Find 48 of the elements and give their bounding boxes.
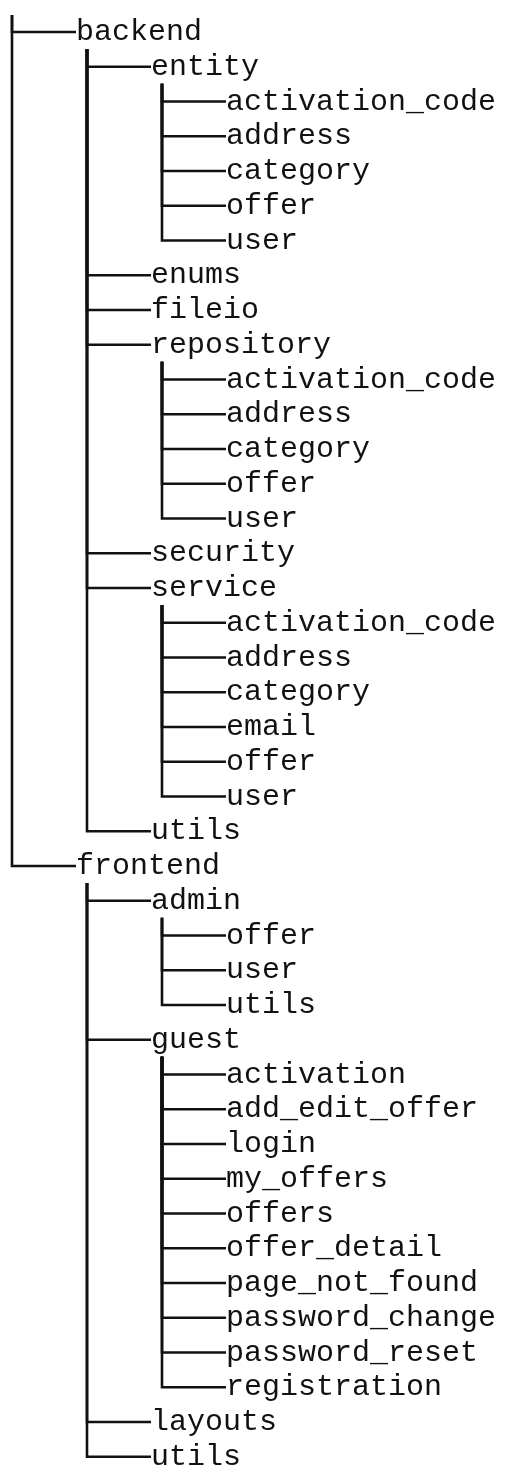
folder-name: frontend — [76, 849, 221, 883]
folder-name: guest — [151, 1022, 241, 1057]
folder-name: user — [226, 501, 298, 536]
folder-name: user — [226, 223, 298, 258]
folder-name: add_edit_offer — [226, 1092, 479, 1127]
tree-connector — [160, 361, 226, 520]
folder-name: activation — [226, 1057, 407, 1092]
folder-name: category — [226, 154, 371, 188]
folder-name: activation_code — [226, 84, 497, 119]
folder-name: utils — [151, 1439, 241, 1474]
folder-name: offer — [226, 466, 316, 501]
folder-name: service — [151, 571, 278, 605]
folder-name: activation_code — [226, 362, 497, 397]
folder-name: user — [226, 779, 298, 814]
folder-name: offer — [226, 188, 316, 223]
folder-name: address — [226, 397, 353, 432]
folder-name: user — [226, 953, 298, 988]
folder-name: registration — [226, 1370, 443, 1405]
tree-connector — [160, 605, 226, 798]
folder-name: login — [226, 1127, 316, 1161]
folder-name: password_reset — [226, 1335, 479, 1370]
folder-name: utils — [151, 814, 241, 849]
folder-name: admin — [151, 883, 241, 918]
folder-name: enums — [151, 258, 241, 293]
folder-name: repository — [151, 327, 332, 362]
tree-connector — [85, 49, 151, 833]
tree-connector — [160, 917, 226, 1007]
folder-name: offer — [226, 918, 316, 953]
folder-name: category — [226, 675, 371, 710]
folder-name: activation_code — [226, 605, 497, 640]
folder-name: fileio — [151, 293, 260, 327]
folder-name: security — [151, 536, 296, 571]
folder-name: email — [226, 710, 316, 744]
folder-name: entity — [151, 49, 260, 84]
folder-name: utils — [226, 988, 316, 1022]
folder-name: page_not_found — [226, 1266, 479, 1300]
folder-name: my_offers — [226, 1161, 389, 1196]
folder-name: layouts — [151, 1405, 278, 1439]
folder-name: password_change — [226, 1300, 497, 1335]
folder-name: offer — [226, 744, 316, 779]
folder-name: address — [226, 640, 353, 675]
folder-name: offer_detail — [226, 1231, 443, 1266]
tree-connector — [10, 15, 76, 868]
folder-name: backend — [76, 15, 203, 49]
tree-connector — [160, 83, 226, 242]
folder-name: offers — [226, 1196, 335, 1231]
folder-name: category — [226, 432, 371, 466]
folder-name: address — [226, 119, 353, 154]
